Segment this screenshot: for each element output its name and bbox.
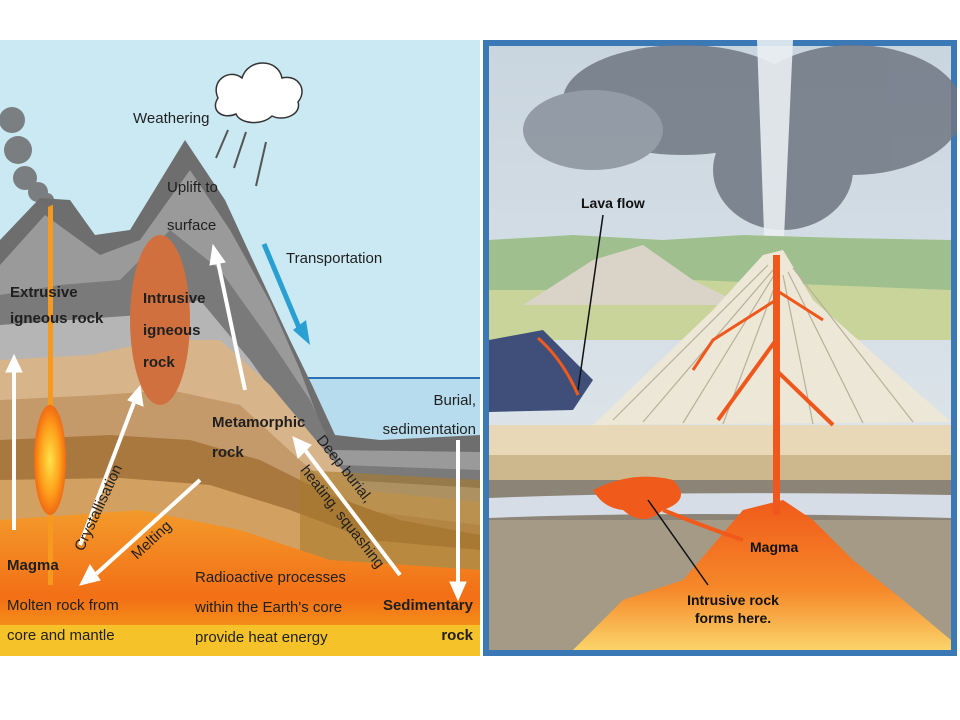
background-mountain bbox=[523, 245, 743, 305]
magma-label-right: Magma bbox=[750, 539, 798, 555]
metamorphic-label-1: Metamorphic bbox=[212, 414, 305, 431]
lava-flow-field bbox=[489, 330, 593, 412]
radioactive-label-1: Radioactive processes bbox=[195, 569, 346, 586]
volcano-cone bbox=[593, 250, 951, 425]
molten-label-2: core and mantle bbox=[7, 627, 115, 644]
magma-conduit bbox=[773, 255, 780, 515]
radioactive-label-3: provide heat energy bbox=[195, 629, 328, 646]
intrusive-igneous-body bbox=[130, 235, 190, 405]
molten-label-1: Molten rock from bbox=[7, 597, 119, 614]
intrusive-label-1: Intrusive bbox=[143, 290, 206, 307]
cloud-icon bbox=[214, 62, 303, 124]
transportation-label: Transportation bbox=[286, 250, 382, 267]
burial-label-2: sedimentation bbox=[383, 421, 476, 438]
burial-label-1: Burial, bbox=[433, 392, 476, 409]
magma-label: Magma bbox=[7, 557, 59, 574]
lava-flow-label: Lava flow bbox=[581, 195, 645, 211]
extrusive-label-1: Extrusive bbox=[10, 284, 78, 301]
radioactive-label-2: within the Earth's core bbox=[194, 599, 342, 616]
ash-cloud bbox=[523, 45, 957, 230]
weathering-label: Weathering bbox=[133, 110, 209, 127]
intrusive-rock-label-2: forms here. bbox=[695, 610, 771, 626]
intrusive-label-3: rock bbox=[143, 354, 175, 371]
rain-arrows bbox=[215, 129, 267, 187]
extrusive-label-2: igneous rock bbox=[10, 310, 104, 327]
metamorphic-label-2: rock bbox=[212, 444, 244, 461]
eruption-column bbox=[757, 40, 793, 260]
smoke-plume bbox=[0, 107, 54, 207]
rock-cycle-illustration: Weathering Uplift to surface Transportat… bbox=[0, 40, 480, 656]
sedimentary-label-1: Sedimentary bbox=[383, 597, 474, 614]
uplift-label-2: surface bbox=[167, 217, 216, 234]
volcano-illustration: Lava flow Magma Intrusive rock forms her… bbox=[489, 40, 957, 650]
uplift-label-1: Uplift to bbox=[167, 179, 218, 196]
sedimentary-label-2: rock bbox=[441, 627, 473, 644]
volcano-diagram: Lava flow Magma Intrusive rock forms her… bbox=[483, 40, 957, 656]
magma-layer bbox=[0, 510, 480, 656]
rock-cycle-diagram: Weathering Uplift to surface Transportat… bbox=[0, 40, 480, 656]
volcanic-pipe bbox=[48, 205, 53, 585]
process-arrows bbox=[5, 243, 467, 602]
transportation-arrow bbox=[261, 243, 310, 345]
intrusive-label-2: igneous bbox=[143, 322, 201, 339]
intrusive-sill bbox=[593, 476, 681, 519]
intrusive-rock-label-1: Intrusive rock bbox=[687, 592, 779, 608]
magma-chamber bbox=[573, 500, 951, 650]
